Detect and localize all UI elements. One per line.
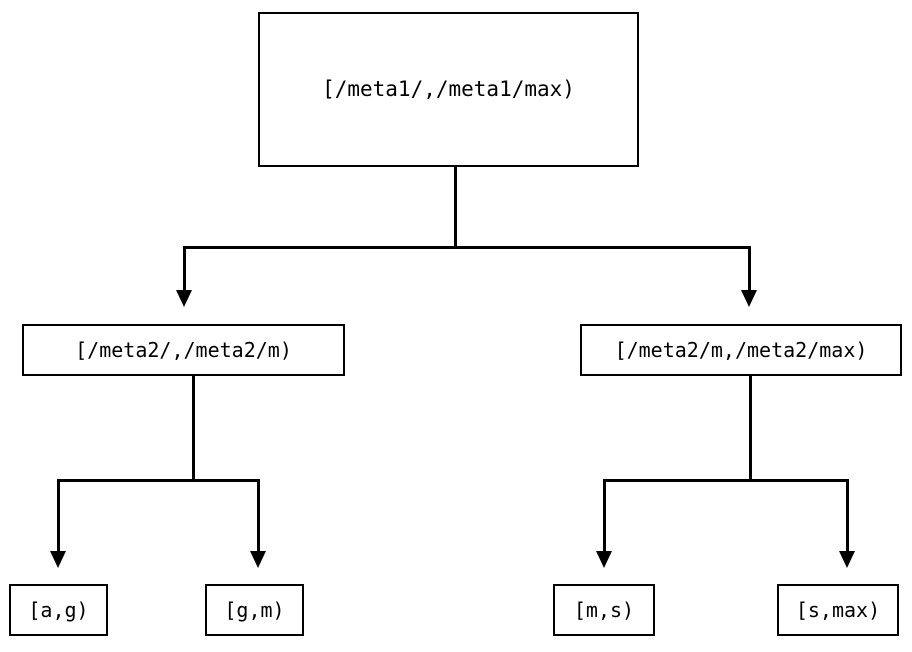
node-leaf-gm-label: [g,m) (224, 598, 285, 622)
edge-mid-left-horizontal-bar (57, 479, 260, 482)
edge-mid-right-drop-left (603, 479, 606, 552)
edge-mid-left-drop-right (257, 479, 260, 552)
edge-root-stem (454, 167, 457, 248)
edge-root-drop-right (748, 246, 751, 291)
node-root[interactable]: [/meta1/,/meta1/max) (258, 12, 639, 167)
node-root-label: [/meta1/,/meta1/max) (322, 77, 575, 101)
node-leaf-smax-label: [s,max) (795, 598, 881, 622)
node-mid-left[interactable]: [/meta2/,/meta2/m) (22, 324, 345, 376)
arrowhead-down-icon (176, 290, 192, 307)
node-leaf-smax[interactable]: [s,max) (777, 584, 899, 636)
edge-mid-right-drop-right (846, 479, 849, 552)
node-leaf-ms[interactable]: [m,s) (553, 584, 655, 636)
node-leaf-gm[interactable]: [g,m) (205, 584, 304, 636)
arrowhead-down-icon (250, 551, 266, 568)
node-leaf-ms-label: [m,s) (573, 598, 635, 622)
edge-root-horizontal-bar (183, 246, 751, 249)
node-mid-right-label: [/meta2/m,/meta2/max) (614, 338, 868, 362)
arrowhead-down-icon (50, 551, 66, 568)
arrowhead-down-icon (839, 551, 855, 568)
node-mid-left-label: [/meta2/,/meta2/m) (75, 338, 292, 362)
edge-mid-right-horizontal-bar (603, 479, 849, 482)
node-leaf-ag-label: [a,g) (28, 598, 89, 622)
edge-mid-left-drop-left (57, 479, 60, 552)
node-mid-right[interactable]: [/meta2/m,/meta2/max) (580, 324, 902, 376)
arrowhead-down-icon (741, 290, 757, 307)
node-leaf-ag[interactable]: [a,g) (9, 584, 108, 636)
arrowhead-down-icon (596, 551, 612, 568)
edge-root-drop-left (183, 246, 186, 291)
edge-mid-right-stem (749, 376, 752, 481)
edge-mid-left-stem (192, 376, 195, 481)
